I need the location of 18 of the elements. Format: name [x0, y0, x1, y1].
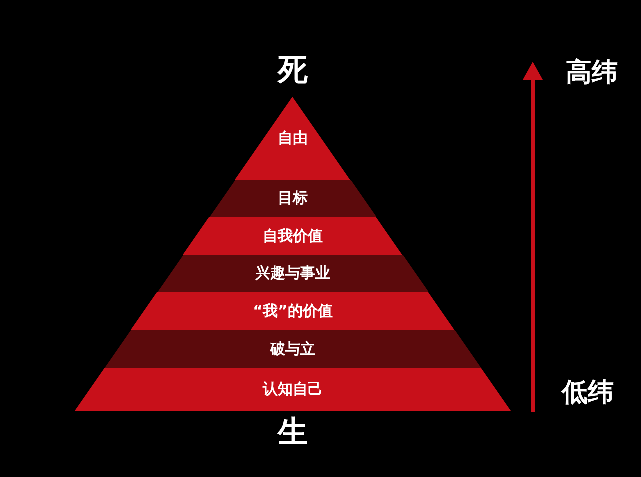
pyramid-layer	[210, 180, 376, 217]
layer-label: “我”的价值	[253, 304, 333, 318]
layer-label: 兴趣与事业	[255, 266, 330, 281]
pyramid-layer	[131, 292, 455, 330]
axis-label: 低纬	[560, 380, 615, 406]
layer-label: 认知自己	[263, 382, 323, 397]
pyramid-layer	[235, 97, 351, 180]
layer-label: 目标	[278, 191, 308, 206]
layer-label: 自由	[278, 131, 308, 146]
layer-label: 破与立	[270, 342, 316, 356]
pyramid-layer	[183, 217, 403, 255]
pyramid-layer	[104, 330, 482, 368]
axis-label: 生	[276, 418, 309, 448]
pyramid-layer	[75, 368, 511, 411]
pyramid-layer	[158, 255, 428, 292]
axis-label: 高纬	[565, 60, 619, 86]
layer-label: 自我价值	[262, 228, 323, 244]
axis-label: 死	[276, 56, 309, 86]
